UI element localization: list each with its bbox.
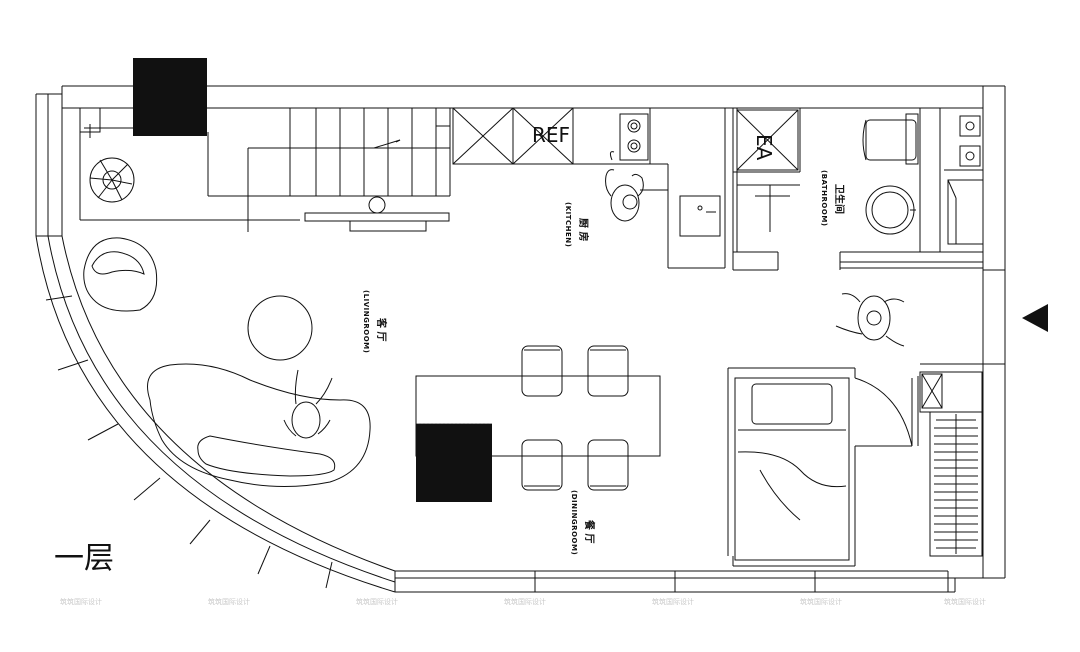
ea-label: EA bbox=[752, 134, 776, 161]
dining-label-en: (DININGROOM) bbox=[570, 490, 578, 555]
watermark: 筑筑国际设计 bbox=[800, 597, 842, 606]
living-sofa bbox=[147, 363, 371, 488]
dining-chairs bbox=[521, 345, 629, 491]
living-label-en: (LIVINGROOM) bbox=[362, 290, 370, 353]
shower-area bbox=[944, 115, 984, 245]
kitchen-counter bbox=[452, 107, 726, 269]
watermark: 筑筑国际设计 bbox=[60, 597, 102, 606]
entrance-arrow-icon bbox=[1022, 304, 1048, 332]
floor-label: 一层 bbox=[54, 541, 114, 576]
plant-icon bbox=[89, 157, 135, 203]
bathroom-label-cn: 卫生间 bbox=[833, 184, 846, 214]
cabinet-hatch bbox=[416, 423, 492, 427]
ea-cabinet bbox=[736, 109, 799, 171]
kitchen-label-en: (KITCHEN) bbox=[564, 202, 572, 247]
bathroom-label-en: (BATHROOM) bbox=[820, 170, 828, 227]
living-label-cn: 客 厅 bbox=[375, 317, 388, 341]
bed-icon bbox=[734, 377, 850, 561]
wardrobe bbox=[917, 371, 983, 557]
person-icon-entrance bbox=[835, 293, 905, 347]
watermark: 筑筑国际设计 bbox=[652, 597, 694, 606]
dining-label-cn: 餐 厅 bbox=[583, 519, 596, 543]
kitchen-label-cn: 厨 房 bbox=[577, 218, 590, 241]
column-black bbox=[133, 58, 207, 136]
washbasin-icon bbox=[865, 185, 916, 235]
watermark: 筑筑国际设计 bbox=[504, 597, 546, 606]
hangers bbox=[934, 414, 978, 554]
toilet-icon bbox=[862, 113, 919, 165]
bathroom-walls bbox=[732, 108, 983, 271]
staircase bbox=[79, 107, 451, 232]
outer-walls bbox=[61, 85, 1006, 593]
person-icon-living bbox=[283, 369, 333, 439]
watermark: 筑筑国际设计 bbox=[356, 597, 398, 606]
coffee-table bbox=[247, 295, 313, 361]
armchair-icon bbox=[83, 237, 158, 312]
watermark: 筑筑国际设计 bbox=[208, 597, 250, 606]
tv-console bbox=[304, 196, 450, 232]
person-icon-kitchen bbox=[605, 151, 644, 222]
curved-facade bbox=[35, 93, 396, 593]
dining-cabinet-black bbox=[416, 424, 492, 502]
fridge-label: REF bbox=[532, 123, 570, 147]
dining-table bbox=[415, 375, 661, 457]
watermarks: 筑筑国际设计 筑筑国际设计 筑筑国际设计 筑筑国际设计 筑筑国际设计 筑筑国际设… bbox=[60, 597, 986, 606]
bedroom-walls bbox=[727, 363, 983, 567]
watermark: 筑筑国际设计 bbox=[944, 597, 986, 606]
